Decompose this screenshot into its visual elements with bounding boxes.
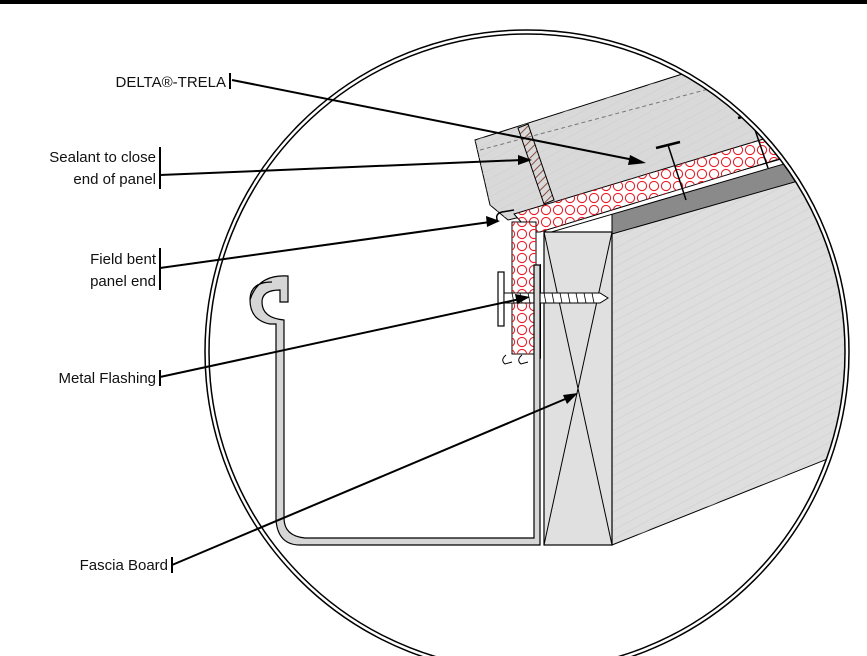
label-fascia-board: Fascia Board: [80, 557, 168, 574]
screw-washer: [497, 271, 505, 327]
label-bars: [159, 73, 231, 573]
leader-sealant: [159, 159, 523, 176]
gutter: [249, 264, 541, 546]
label-delta-trela: DELTA®-TRELA: [115, 74, 226, 91]
arrowhead-field-bent: [486, 216, 500, 227]
leader-fascia-board: [171, 396, 571, 566]
leader-delta-trela: [231, 79, 635, 161]
label-sealant-line1: Sealant to close: [49, 149, 156, 166]
sealant-bead: [517, 123, 555, 205]
detail-circle-outer: [204, 29, 850, 656]
detail-circle-inner: [208, 33, 846, 656]
arrowhead-delta-trela: [628, 155, 646, 165]
panel-clip-1: [655, 140, 687, 201]
arrowhead-fascia-board: [563, 393, 578, 404]
detail-content: [249, 34, 845, 546]
label-metal-flashing: Metal Flashing: [58, 370, 156, 387]
label-sealant-line2: end of panel: [73, 171, 156, 188]
arrowhead-metal-flashing: [515, 294, 530, 304]
top-border: [0, 0, 867, 4]
leader-field-bent: [159, 221, 491, 269]
arrowhead-sealant: [518, 155, 532, 165]
label-field-bent-line1: Field bent: [90, 251, 157, 268]
leader-metal-flashing: [159, 298, 521, 378]
label-field-bent-line2: panel end: [90, 273, 156, 290]
